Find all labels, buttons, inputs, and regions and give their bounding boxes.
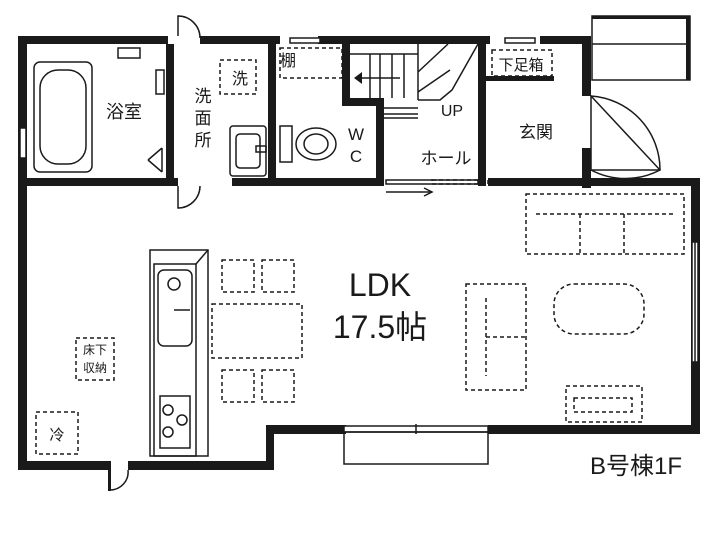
underfloor-label-2: 収納 [83,361,107,375]
ldk-size: 17.5帖 [333,309,427,345]
shoe-box-label: 下足箱 [498,57,543,74]
washer-label: 洗 [232,70,248,88]
wc-label-c: C [350,147,362,166]
fixtures [33,47,337,457]
entry-porch [591,15,691,81]
washroom-label-3: 所 [195,131,212,150]
fridge-label: 冷 [49,427,64,444]
underfloor-label-1: 床下 [83,343,107,357]
labels: LDK 17.5帖 浴室 洗 面 所 洗 棚 W C UP ホール 下足箱 玄関… [49,52,682,480]
hall-label: ホール [421,149,472,168]
interior-walls [166,44,554,186]
bath-label: 浴室 [106,102,142,122]
ldk-name: LDK [349,267,411,303]
furniture [35,47,685,455]
doors [108,15,662,491]
stairs [350,43,479,119]
shelf-label: 棚 [280,52,296,70]
washroom-label-2: 面 [195,109,212,128]
up-label: UP [441,103,463,120]
wc-label-w: W [348,125,364,144]
building-label: B号棟1F [590,453,682,480]
washroom-label-1: 洗 [195,87,212,106]
entrance-label: 玄関 [519,123,553,142]
windows [19,37,699,465]
